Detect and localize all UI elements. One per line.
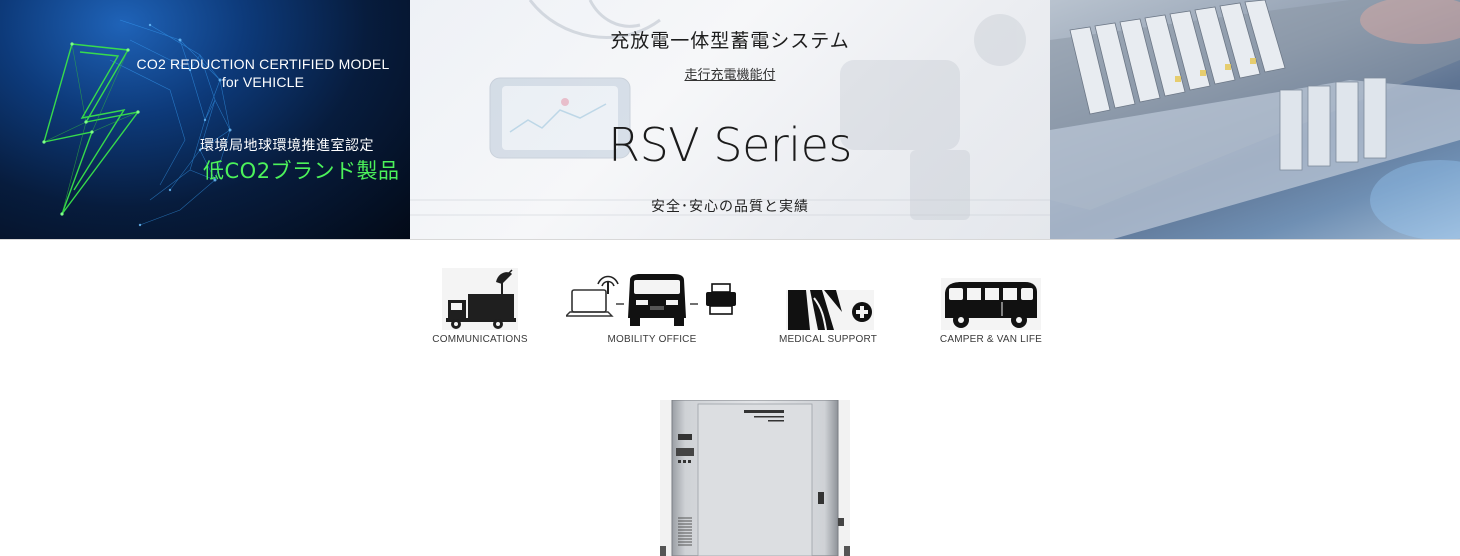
use-case-label: MEDICAL SUPPORT xyxy=(778,334,878,345)
co2-certifier-text: 環境局地球環境推進室認定 xyxy=(200,137,374,153)
drive-charging-link[interactable]: 走行充電機能付 xyxy=(684,68,776,83)
co2-certification-panel: CO2 REDUCTION CERTIFIED MODEL for VEHICL… xyxy=(0,0,410,239)
hero-banner: CO2 REDUCTION CERTIFIED MODEL for VEHICL… xyxy=(0,0,1460,240)
co2-certified-title: CO2 REDUCTION CERTIFIED MODEL for VEHICL… xyxy=(136,56,390,90)
series-name: RSV Series xyxy=(608,118,852,172)
medical-background-graphic xyxy=(410,0,1050,220)
lightning-mesh-graphic xyxy=(42,19,232,227)
battery-pack-panel xyxy=(1050,0,1460,239)
use-case-label: MOBILITY OFFICE xyxy=(607,334,697,345)
use-case-medical-support[interactable]: MEDICAL SUPPORT xyxy=(776,268,880,345)
use-case-camper-van[interactable]: CAMPER & VAN LIFE xyxy=(938,268,1044,345)
use-case-label: CAMPER & VAN LIFE xyxy=(939,334,1043,345)
storage-unit-graphic xyxy=(660,399,850,556)
series-intro-panel: 充放電一体型蓄電システム 走行充電機能付 RSV Series 安全･安心の品質… xyxy=(410,0,1050,239)
system-title: 充放電一体型蓄電システム xyxy=(610,30,850,52)
comm-truck-icon xyxy=(442,268,518,330)
medical-support-icon xyxy=(786,290,874,330)
mobility-office-icon xyxy=(566,274,736,326)
product-image xyxy=(658,399,852,556)
camper-van-icon xyxy=(941,278,1041,330)
quality-tagline: 安全･安心の品質と実績 xyxy=(651,199,809,215)
use-case-label: COMMUNICATIONS xyxy=(432,334,528,345)
use-case-communications[interactable]: COMMUNICATIONS xyxy=(430,268,530,345)
co2-brand-text: 低CO2ブランド製品 xyxy=(203,159,400,183)
use-case-mobility-office[interactable]: MOBILITY OFFICE xyxy=(557,268,747,345)
battery-cells-graphic xyxy=(1050,0,1460,239)
use-case-icons: COMMUNICATIONS xyxy=(0,268,1460,358)
